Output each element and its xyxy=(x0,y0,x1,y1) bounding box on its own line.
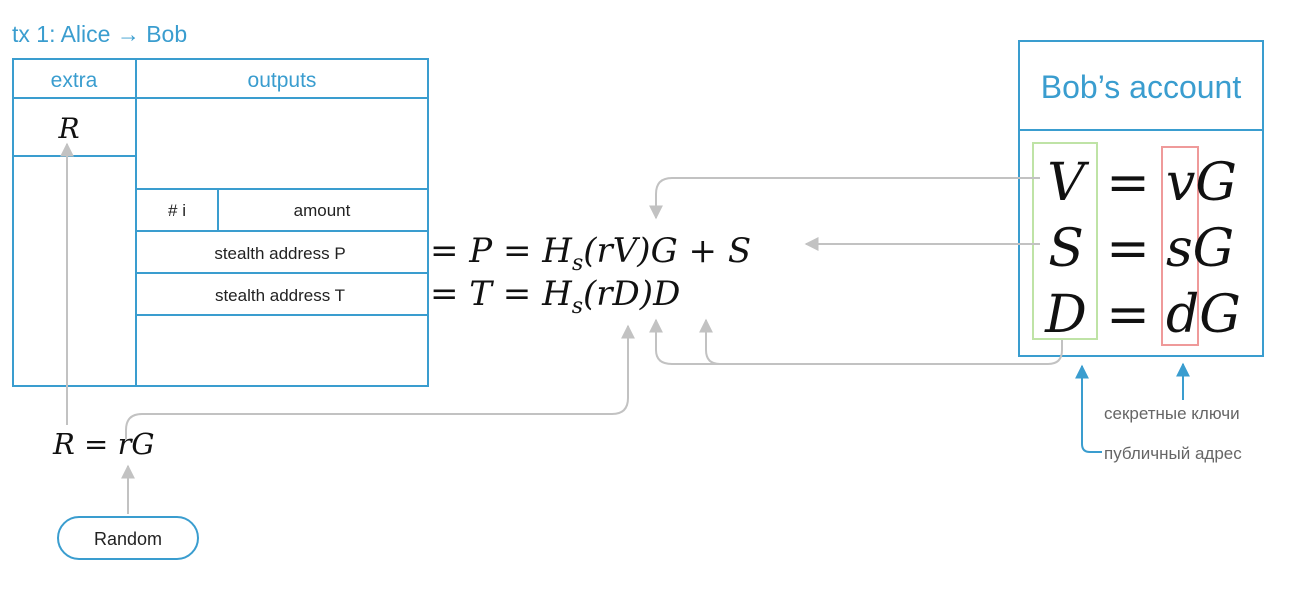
connector-d-to-t-inner xyxy=(649,318,1063,365)
random-button-shape[interactable] xyxy=(57,516,199,560)
equation-r: R = rG xyxy=(52,427,155,461)
public-address-pointer xyxy=(1075,364,1102,453)
bobs-account-panel: Bob’s account V = vG S = sG D = dG xyxy=(1018,40,1264,357)
column-header-extra: extra xyxy=(51,69,98,92)
equation-p: = P = Hs(rV)G + S xyxy=(430,231,751,276)
column-header-outputs: outputs xyxy=(248,69,317,92)
equation-p-head: = P = H xyxy=(430,231,573,271)
account-row-1-secret: vG xyxy=(1166,153,1237,213)
equation-t-tail: (rD)D xyxy=(583,274,680,314)
output-amount-label: amount xyxy=(294,201,351,220)
account-row-3-secret: dG xyxy=(1166,285,1241,345)
equation-p-tail: (rV)G + S xyxy=(583,231,751,271)
random-button-label: Random xyxy=(94,529,162,549)
account-border xyxy=(1018,40,1264,357)
stealth-address-t-label: stealth address T xyxy=(215,286,345,305)
connector-v-to-p xyxy=(649,177,1040,220)
legend-public-address: публичный адрес xyxy=(1104,444,1242,463)
account-row-2-public: S xyxy=(1048,219,1084,279)
equation-p-subscript: s xyxy=(572,251,583,276)
connector-r-to-equations xyxy=(125,324,635,440)
random-button[interactable]: Random xyxy=(57,516,199,560)
legend-secret-keys: секретные ключи xyxy=(1104,404,1240,423)
account-row-3-public: D xyxy=(1044,285,1087,345)
output-index-label: # i xyxy=(168,201,186,220)
account-title: Bob’s account xyxy=(1041,69,1242,105)
equation-t-head: = T = H xyxy=(430,274,573,314)
connector-d-to-t-outer xyxy=(699,318,1000,365)
account-row-2-secret: sG xyxy=(1166,219,1234,279)
account-row-3-equals: = xyxy=(1106,285,1150,345)
account-row-1-public: V xyxy=(1047,153,1089,213)
diagram-title: tx 1: Alice → Bob xyxy=(12,21,187,47)
stealth-address-p-label: stealth address P xyxy=(214,244,345,263)
account-row-2-equals: = xyxy=(1106,219,1150,279)
public-key-highlight xyxy=(1032,142,1098,340)
table-border xyxy=(12,58,429,387)
equation-t-subscript: s xyxy=(572,294,583,319)
extra-value-r: R xyxy=(57,112,79,145)
account-row-1-equals: = xyxy=(1106,153,1150,213)
secret-key-highlight xyxy=(1161,146,1199,346)
equation-t: = T = Hs(rD)D xyxy=(430,274,680,319)
transaction-table: extra outputs R # i amount stealth addre… xyxy=(12,58,429,387)
